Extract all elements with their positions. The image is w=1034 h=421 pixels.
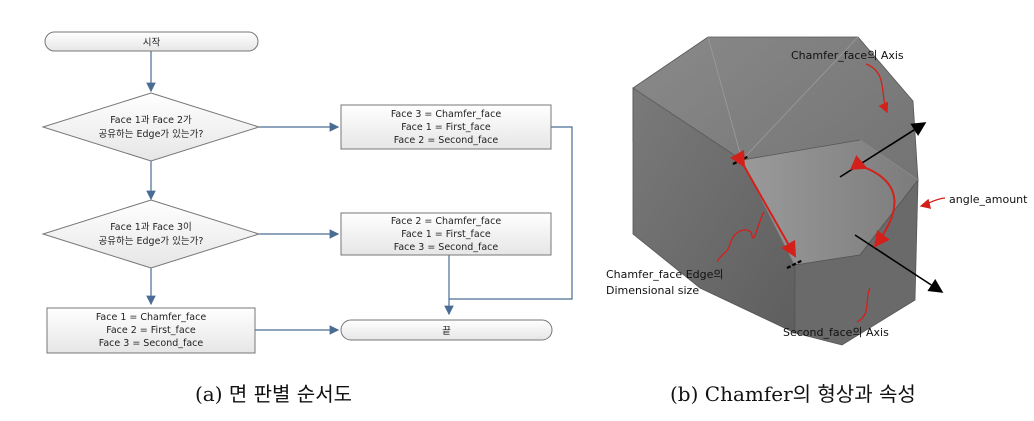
decision1-line1: Face 1과 Face 2가 <box>110 115 192 126</box>
caption-right: (b) Chamfer의 형상과 속성 <box>670 382 916 406</box>
second-axis-label: Second_face의 Axis <box>783 326 889 339</box>
leader-angle <box>919 197 946 209</box>
end-terminal: 끝 <box>340 319 553 341</box>
process3-line1: Face 1 = Chamfer_face <box>96 312 207 323</box>
edge-size-label-line2: Dimensional size <box>606 284 699 297</box>
process1-line2: Face 1 = First_face <box>401 122 491 133</box>
chamfer-axis-label: Chamfer_face의 Axis <box>791 49 904 62</box>
end-label: 끝 <box>442 326 451 337</box>
caption-left: (a) 면 판별 순서도 <box>195 382 352 406</box>
leader-second-axis <box>856 287 871 323</box>
decision-face1-face2: Face 1과 Face 2가 공유하는 Edge가 있는가? <box>41 92 261 162</box>
angle-arc <box>849 155 896 248</box>
process2-line1: Face 2 = Chamfer_face <box>391 216 502 227</box>
flowchart: 시작 Face 1과 Face 2가 공유하는 Edge가 있는가? Face … <box>41 31 573 354</box>
decision2-line1: Face 1과 Face 3이 <box>110 222 192 233</box>
process3-line2: Face 2 = First_face <box>106 325 196 336</box>
start-label: 시작 <box>143 38 161 49</box>
flow-connectors <box>146 51 573 335</box>
start-terminal: 시작 <box>44 31 259 52</box>
process1-line1: Face 3 = Chamfer_face <box>391 109 502 120</box>
process1-line3: Face 2 = Second_face <box>394 135 499 146</box>
process-chamfer-face2: Face 2 = Chamfer_face Face 1 = First_fac… <box>340 212 552 256</box>
decision1-line2: 공유하는 Edge가 있는가? <box>99 128 204 140</box>
leader-chamfer-axis <box>865 63 889 114</box>
edge-size-label-line1: Chamfer_face Edge의 <box>606 268 724 281</box>
decision2-line2: 공유하는 Edge가 있는가? <box>99 235 204 247</box>
chamfer-shape <box>632 36 919 346</box>
process2-line2: Face 1 = First_face <box>401 229 491 240</box>
process-chamfer-face1: Face 1 = Chamfer_face Face 2 = First_fac… <box>46 307 256 354</box>
decision-face1-face3: Face 1과 Face 3이 공유하는 Edge가 있는가? <box>41 199 261 269</box>
angle-amount-label: angle_amount <box>949 193 1028 206</box>
dimension-line <box>730 149 796 258</box>
process3-line3: Face 3 = Second_face <box>99 338 204 349</box>
dimension-tick-bottom <box>786 259 804 269</box>
leader-edge-size <box>716 211 765 263</box>
process-chamfer-face3: Face 3 = Chamfer_face Face 1 = First_fac… <box>340 104 552 150</box>
annotations <box>716 63 946 323</box>
process2-line3: Face 3 = Second_face <box>394 242 499 253</box>
